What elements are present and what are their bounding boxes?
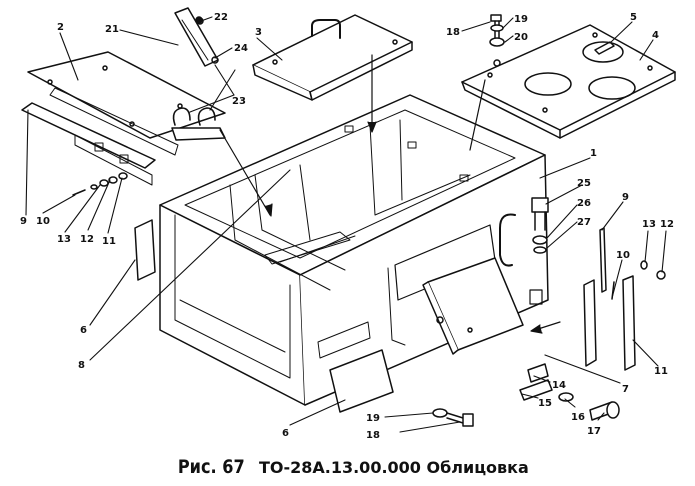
callout-2: 2 — [57, 22, 64, 33]
callout-10-left: 10 — [36, 216, 50, 227]
assembly-arrows — [219, 54, 561, 334]
figure-number: Рис. 67 — [177, 456, 245, 478]
side-panel-6-left — [134, 219, 156, 281]
strip-9-right — [583, 227, 607, 367]
panel-2 — [27, 51, 226, 156]
bracket-strip-9-left — [21, 102, 156, 186]
callout-22: 22 — [214, 12, 228, 23]
callout-25: 25 — [577, 178, 591, 189]
callout-1: 1 — [590, 148, 597, 159]
callout-16: 16 — [571, 412, 585, 423]
callout-11-left: 11 — [102, 236, 116, 247]
callout-10-right: 10 — [616, 250, 630, 261]
callout-14: 14 — [552, 380, 566, 391]
fasteners — [72, 14, 666, 427]
callout-9-right: 9 — [622, 192, 629, 203]
panel-3 — [252, 14, 413, 101]
callout-5: 5 — [630, 12, 637, 23]
callout-13-left: 13 — [57, 234, 71, 245]
callout-15: 15 — [538, 398, 552, 409]
door-panel-7 — [422, 257, 524, 355]
callout-21: 21 — [105, 24, 119, 35]
callout-8: 8 — [78, 360, 85, 371]
main-housing — [159, 94, 549, 406]
callout-9-left: 9 — [20, 216, 27, 227]
callout-11-right: 11 — [654, 366, 668, 377]
access-plate-6-front — [329, 349, 394, 413]
callout-18-bottom: 18 — [366, 430, 380, 441]
callout-17: 17 — [587, 426, 601, 437]
callout-12-left: 12 — [80, 234, 94, 245]
callout-12-right: 12 — [660, 219, 674, 230]
callout-18-top: 18 — [446, 27, 460, 38]
leader-lines — [25, 16, 667, 433]
callout-19-bottom: 19 — [366, 413, 380, 424]
strip-11-right — [622, 275, 636, 371]
figure-caption: Рис. 67 ТО-28А.13.00.000 Облицовка — [0, 456, 695, 480]
callout-labels: 1 2 3 4 5 6 6 7 8 9 9 10 10 11 11 12 12 … — [20, 12, 674, 441]
callout-24: 24 — [234, 43, 248, 54]
callout-23: 23 — [232, 96, 246, 107]
figure-title: ТО-28А.13.00.000 Облицовка — [258, 458, 529, 477]
rail-21 — [171, 7, 226, 141]
callout-26: 26 — [577, 198, 591, 209]
callout-3: 3 — [255, 27, 262, 38]
panel-4 — [461, 24, 676, 139]
callout-6-bottom: 6 — [282, 428, 289, 439]
callout-20: 20 — [514, 32, 528, 43]
callout-7: 7 — [622, 384, 629, 395]
callout-19-top: 19 — [514, 14, 528, 25]
callout-27: 27 — [577, 217, 591, 228]
callout-13-right: 13 — [642, 219, 656, 230]
callout-4: 4 — [652, 30, 659, 41]
callout-6-left: 6 — [80, 325, 87, 336]
